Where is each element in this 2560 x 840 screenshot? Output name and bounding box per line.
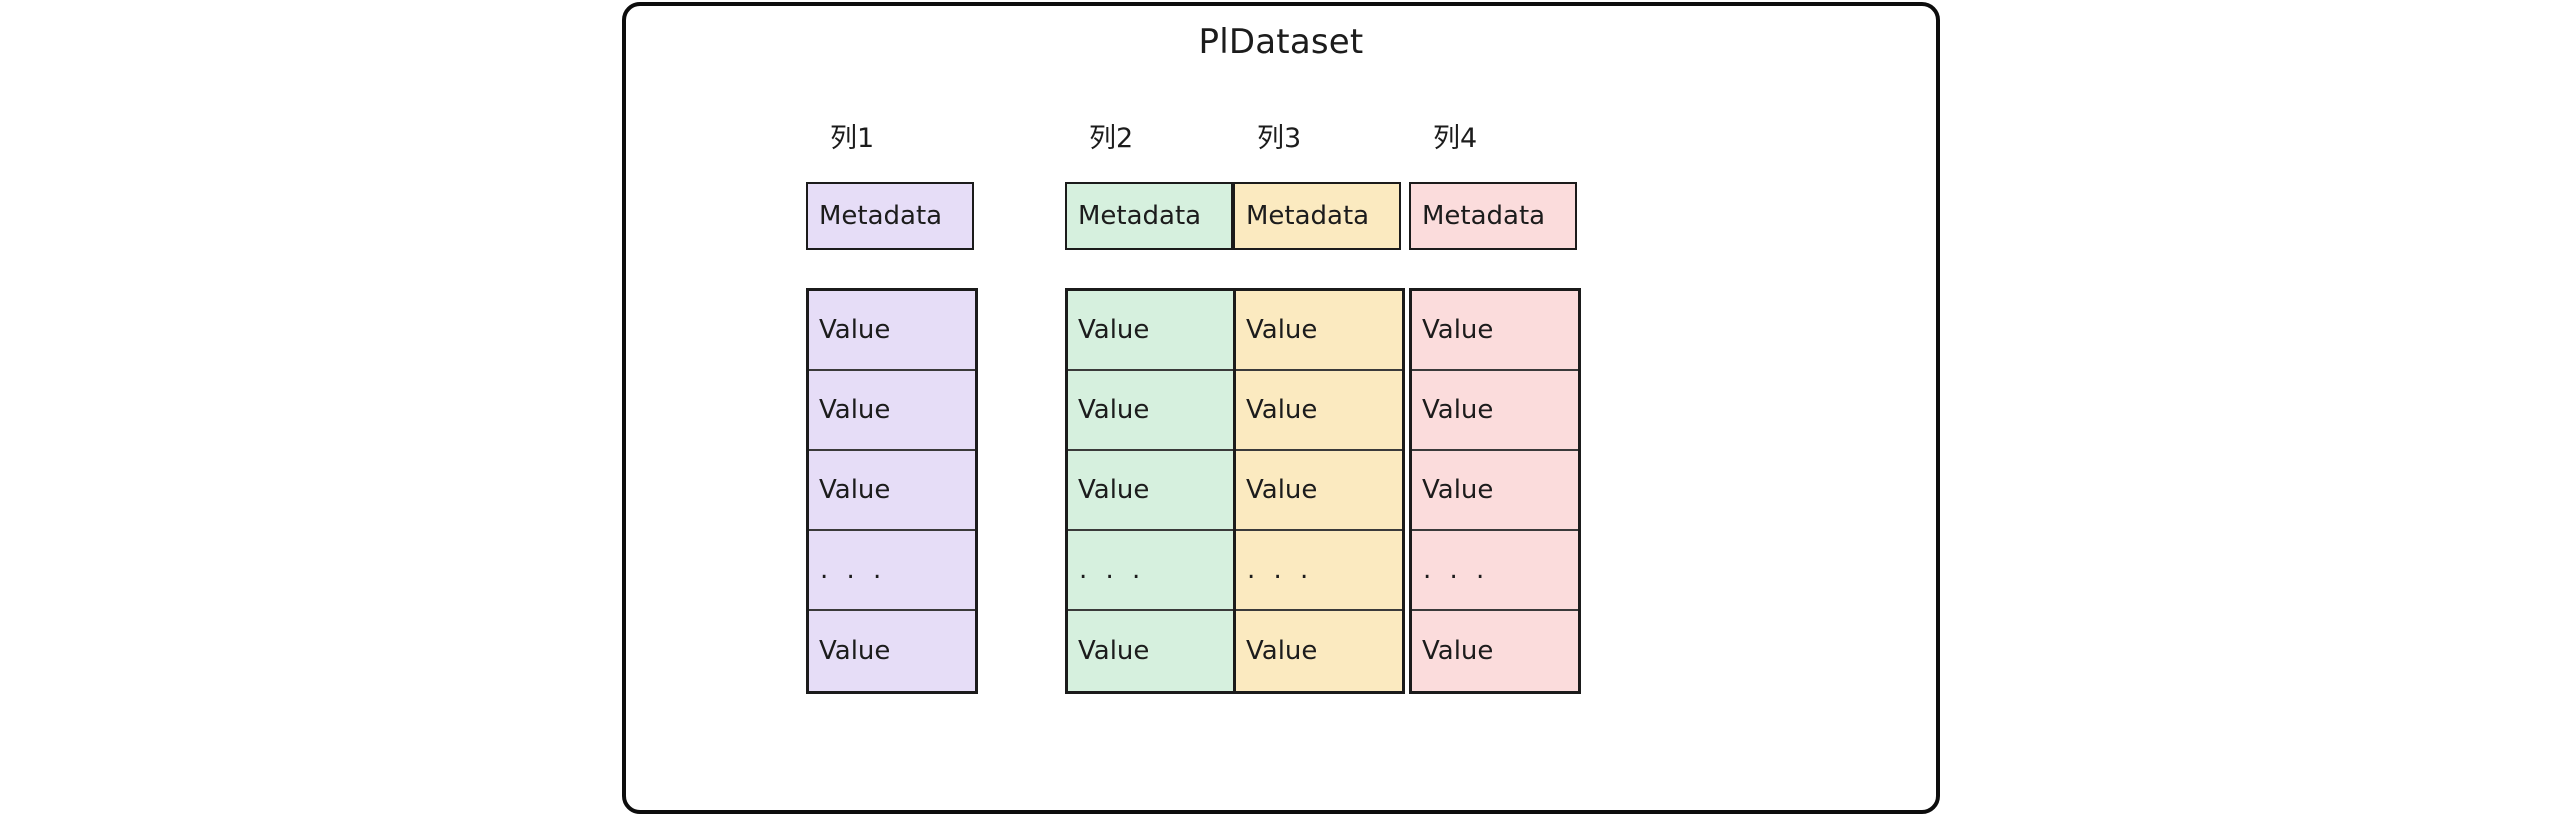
columns-container: 列1 Metadata Value Value Value . . . Valu… bbox=[806, 124, 1886, 744]
list-item-ellipsis: . . . bbox=[1412, 531, 1578, 611]
list-item-ellipsis: . . . bbox=[1236, 531, 1402, 611]
list-item: Value bbox=[1412, 371, 1578, 451]
column-4: 列4 Metadata Value Value Value . . . Valu… bbox=[1409, 124, 1609, 694]
list-item: Value bbox=[809, 451, 975, 531]
list-item: Value bbox=[1412, 291, 1578, 371]
column-3-value-stack: Value Value Value . . . Value bbox=[1233, 288, 1405, 694]
list-item: Value bbox=[1068, 371, 1234, 451]
page-title: PlDataset bbox=[1198, 22, 1364, 62]
column-3-header: 列3 bbox=[1257, 123, 1302, 154]
column-1-metadata-label: Metadata bbox=[819, 201, 943, 231]
column-3-metadata-box: Metadata bbox=[1233, 182, 1401, 250]
list-item: Value bbox=[1068, 451, 1234, 531]
list-item-ellipsis: . . . bbox=[809, 531, 975, 611]
column-1-header: 列1 bbox=[830, 123, 875, 154]
column-2-metadata-label: Metadata bbox=[1078, 201, 1202, 231]
column-4-metadata-box: Metadata bbox=[1409, 182, 1577, 250]
list-item: Value bbox=[1412, 451, 1578, 531]
list-item: Value bbox=[819, 636, 891, 666]
column-1-metadata-box: Metadata bbox=[806, 182, 974, 250]
list-item: Value bbox=[1236, 371, 1402, 451]
list-item: Value bbox=[1236, 451, 1402, 531]
list-item: Value bbox=[809, 291, 975, 371]
list-item: Value bbox=[1078, 636, 1150, 666]
list-item: Value bbox=[1422, 636, 1494, 666]
column-4-metadata-label: Metadata bbox=[1422, 201, 1546, 231]
column-1: 列1 Metadata Value Value Value . . . Valu… bbox=[806, 124, 1006, 694]
column-2-header: 列2 bbox=[1089, 123, 1134, 154]
list-item: Value bbox=[809, 371, 975, 451]
list-item: Value bbox=[1068, 291, 1234, 371]
list-item: Value bbox=[1246, 636, 1318, 666]
column-4-header: 列4 bbox=[1433, 123, 1478, 154]
column-1-value-stack: Value Value Value . . . Value bbox=[806, 288, 978, 694]
column-3-metadata-label: Metadata bbox=[1246, 201, 1370, 231]
column-2-metadata-box: Metadata bbox=[1065, 182, 1233, 250]
column-2-value-stack: Value Value Value . . . Value bbox=[1065, 288, 1237, 694]
dataset-frame: PlDataset 列1 Metadata Value Value Value … bbox=[622, 2, 1940, 814]
column-4-value-stack: Value Value Value . . . Value bbox=[1409, 288, 1581, 694]
list-item: Value bbox=[1236, 291, 1402, 371]
list-item-ellipsis: . . . bbox=[1068, 531, 1234, 611]
column-3: 列3 Metadata Value Value Value . . . Valu… bbox=[1233, 124, 1433, 694]
